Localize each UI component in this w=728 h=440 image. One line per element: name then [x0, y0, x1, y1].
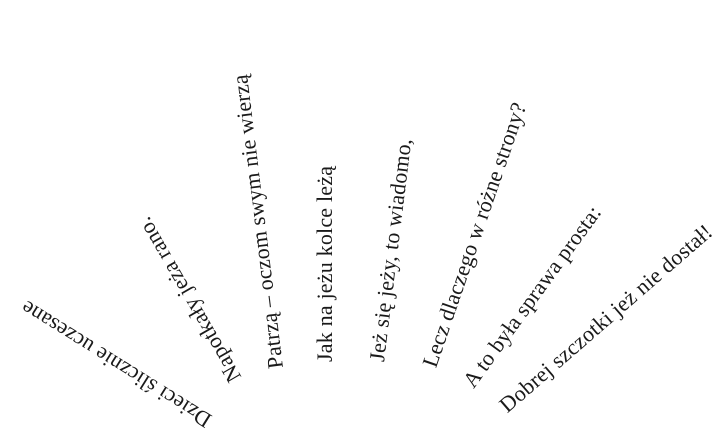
poem-line-4: Jak na jeżu kolce leżą [312, 165, 337, 362]
poem-line-3: Patrzą – oczom swym nie wierzą [227, 73, 288, 371]
poem-line-5: Jeż się jeży, to wiadomo, [364, 136, 417, 363]
poem-line-2: Napotkały jeża rano. [131, 212, 247, 387]
